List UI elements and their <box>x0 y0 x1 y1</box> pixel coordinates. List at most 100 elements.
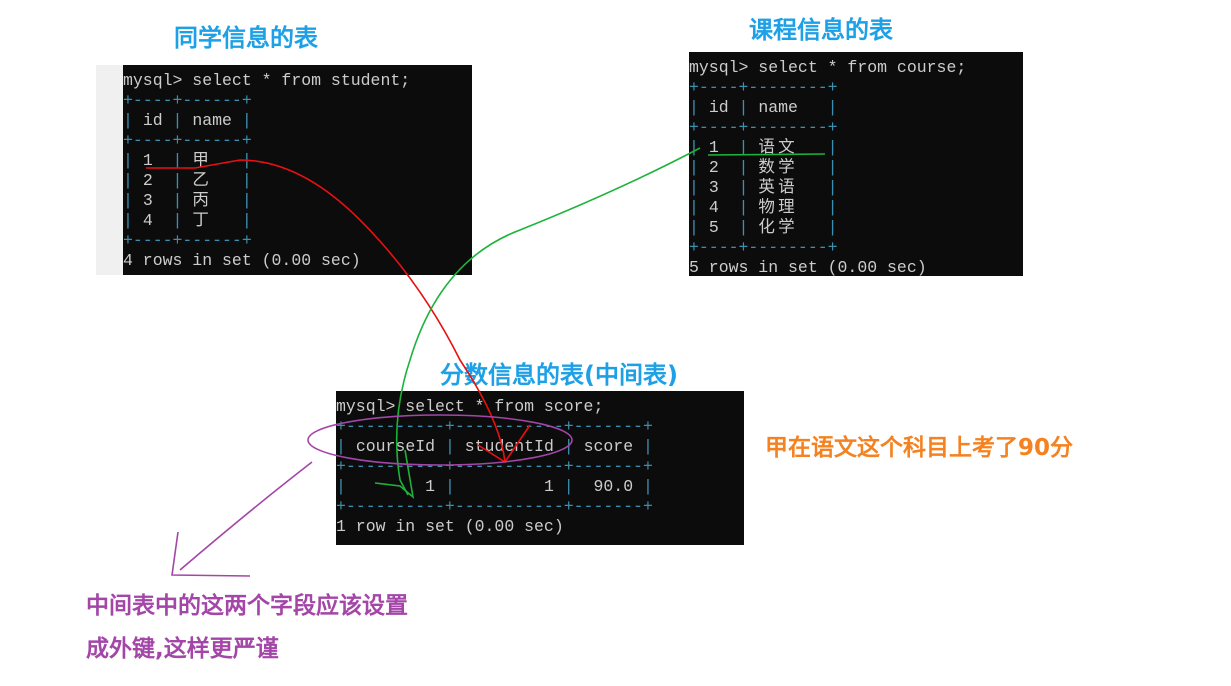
border-bar: | <box>444 477 455 496</box>
border-bar: | <box>172 211 183 230</box>
border-bar: | <box>738 98 749 117</box>
border-bar: | <box>643 477 653 496</box>
border-bar: | <box>827 138 838 157</box>
table-header: | id | name | <box>123 111 472 131</box>
table-cell: 化学 <box>758 218 798 237</box>
table-cell: 1 <box>708 138 719 157</box>
border-bar: | <box>689 198 699 217</box>
cjk-char: 学 <box>778 218 795 237</box>
table-cell: 3 <box>708 178 719 197</box>
border-chars: +----+------+ <box>123 91 252 110</box>
table-row: | 1 | 语文 | <box>689 138 1023 158</box>
table-cell: 丙 <box>192 191 212 210</box>
student-terminal: mysql> select * from student;+----+-----… <box>123 65 472 275</box>
border-chars: +----+------+ <box>123 231 252 250</box>
table-row: | 4 | 丁 | <box>123 211 472 231</box>
table-border: +----+--------+ <box>689 238 1023 258</box>
table-cell: score <box>583 437 634 456</box>
table-row: | 1 | 1 | 90.0 | <box>336 477 744 497</box>
table-cell: 丁 <box>192 211 212 230</box>
border-bar: | <box>123 191 133 210</box>
cjk-char: 语 <box>758 138 775 157</box>
border-bar: | <box>172 151 183 170</box>
table-border: +----+------+ <box>123 91 472 111</box>
border-bar: | <box>689 158 699 177</box>
border-chars: +----------+-----------+-------+ <box>336 417 653 436</box>
table-cell: courseId <box>355 437 436 456</box>
table-border: +----+------+ <box>123 231 472 251</box>
score-table-title: 分数信息的表(中间表) <box>440 361 678 389</box>
table-border: +----+------+ <box>123 131 472 151</box>
table-cell: 2 <box>708 158 719 177</box>
table-cell: 4 <box>142 211 153 230</box>
foreign-key-arrowhead <box>171 531 251 577</box>
table-cell: 乙 <box>192 171 212 190</box>
table-cell: 1 <box>543 477 554 496</box>
cjk-char: 丁 <box>192 211 209 230</box>
student-table-title: 同学信息的表 <box>174 24 318 52</box>
table-cell: 物理 <box>758 198 798 217</box>
border-bar: | <box>738 178 749 197</box>
border-chars: +----+--------+ <box>689 118 838 137</box>
cjk-char: 物 <box>758 198 775 217</box>
table-cell: 5 <box>708 218 719 237</box>
border-bar: | <box>172 191 183 210</box>
foreign-key-note-line2: 成外键,这样更严谨 <box>86 636 279 662</box>
border-bar: | <box>123 211 133 230</box>
cjk-char: 英 <box>758 178 775 197</box>
border-bar: | <box>689 98 699 117</box>
course-link-arrow <box>395 147 701 496</box>
table-border: +----------+-----------+-------+ <box>336 457 744 477</box>
cjk-char: 语 <box>778 178 795 197</box>
foreign-key-arrow <box>179 461 313 571</box>
border-bar: | <box>123 151 133 170</box>
course-link-arrowhead <box>374 449 415 500</box>
table-cell: id <box>708 98 729 117</box>
border-chars: +----+--------+ <box>689 78 838 97</box>
border-bar: | <box>827 198 838 217</box>
cjk-char: 数 <box>758 158 775 177</box>
border-bar: | <box>444 437 455 456</box>
course-terminal: mysql> select * from course;+----+------… <box>689 52 1023 277</box>
border-bar: | <box>123 171 133 190</box>
footer-line: 1 row in set (0.00 sec) <box>336 517 564 536</box>
border-bar: | <box>241 111 252 130</box>
table-row: | 3 | 丙 | <box>123 191 472 211</box>
table-border: +----+--------+ <box>689 78 1023 98</box>
cjk-char: 丙 <box>192 191 209 210</box>
student-link-arrow <box>146 159 506 463</box>
table-cell: id <box>142 111 163 130</box>
course-strike <box>707 153 826 156</box>
table-row: | 2 | 乙 | <box>123 171 472 191</box>
cjk-char: 理 <box>778 198 795 217</box>
table-cell: name <box>192 111 232 130</box>
course-table-title: 课程信息的表 <box>749 16 893 44</box>
border-chars: +----------+-----------+-------+ <box>336 497 653 516</box>
command-line: mysql> select * from score; <box>336 397 604 416</box>
table-row: | 3 | 英语 | <box>689 178 1023 198</box>
table-row: | 5 | 化学 | <box>689 218 1023 238</box>
meaning-note: 甲在语文这个科目上考了90分 <box>765 435 1074 461</box>
table-cell: 数学 <box>758 158 798 177</box>
cjk-char: 乙 <box>192 171 209 190</box>
table-cell: 90.0 <box>593 477 634 496</box>
table-cell: 3 <box>142 191 153 210</box>
border-bar: | <box>689 178 699 197</box>
border-bar: | <box>241 191 252 210</box>
border-bar: | <box>336 437 346 456</box>
table-row: | 2 | 数学 | <box>689 158 1023 178</box>
footer-line: 4 rows in set (0.00 sec) <box>123 251 361 270</box>
table-header: | id | name | <box>689 98 1023 118</box>
border-bar: | <box>172 171 183 190</box>
border-bar: | <box>827 158 838 177</box>
border-bar: | <box>563 477 574 496</box>
cjk-char: 化 <box>758 218 775 237</box>
command-line: mysql> select * from course; <box>689 58 967 77</box>
table-border: +----------+-----------+-------+ <box>336 497 744 517</box>
table-cell: name <box>758 98 798 117</box>
foreign-key-ellipse <box>307 414 573 466</box>
table-cell: 甲 <box>192 151 212 170</box>
table-cell: 英语 <box>758 178 798 197</box>
border-bar: | <box>827 218 838 237</box>
border-bar: | <box>689 218 699 237</box>
